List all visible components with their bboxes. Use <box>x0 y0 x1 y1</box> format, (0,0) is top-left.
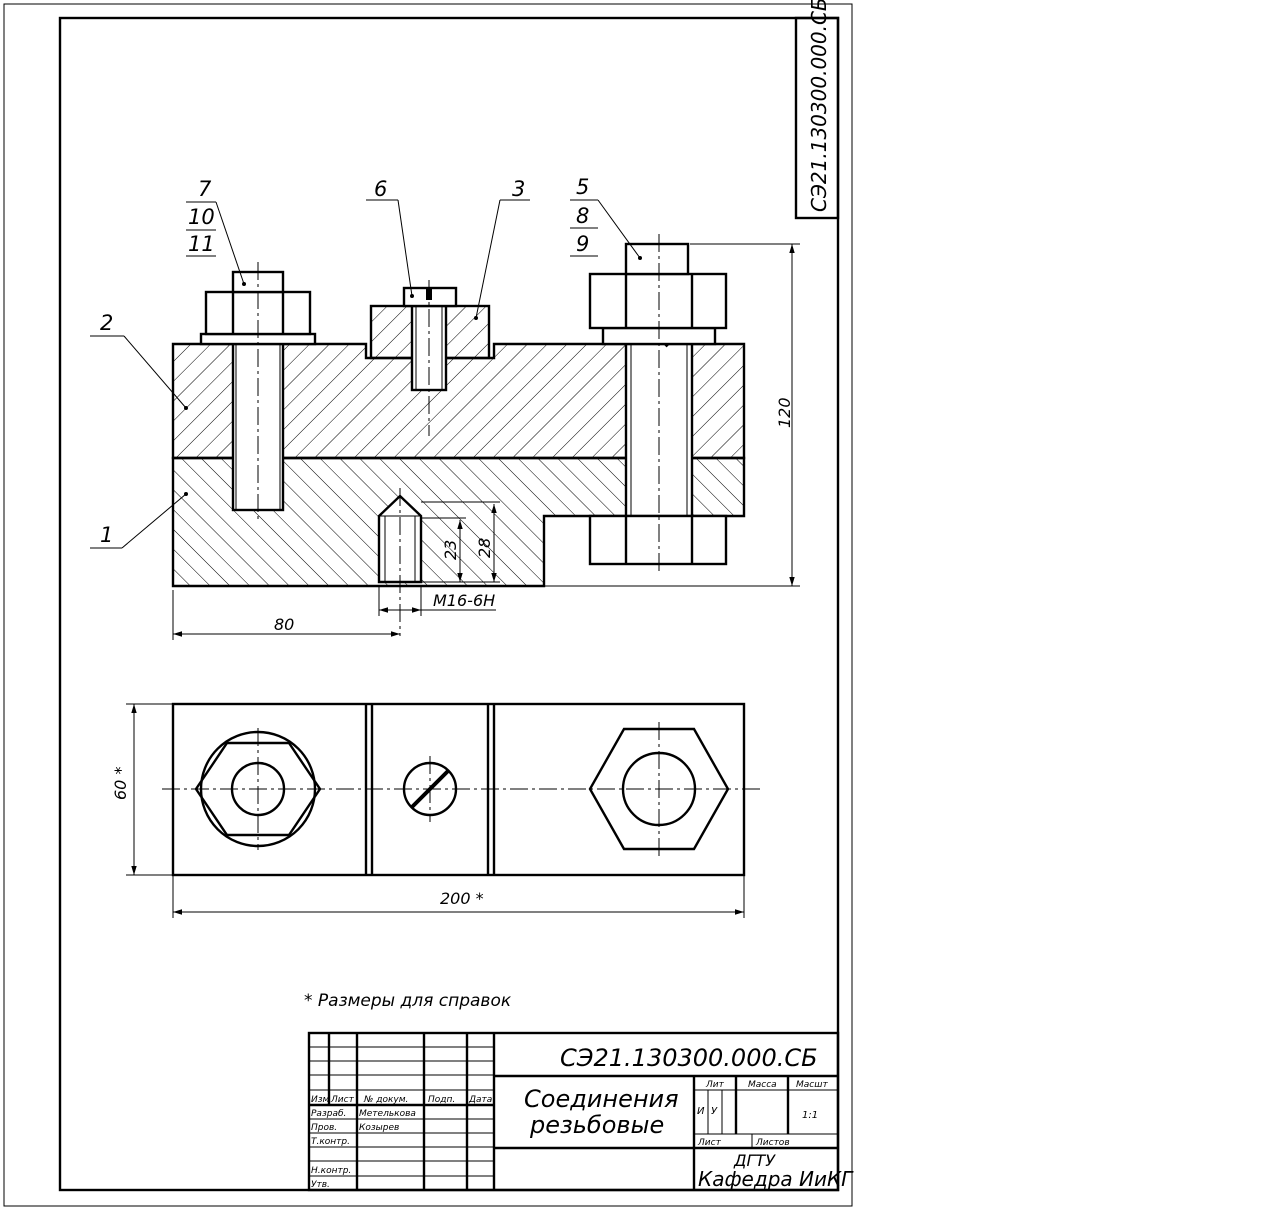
callout-1: 1 <box>100 523 113 547</box>
front-section-view: 7 10 11 6 3 5 8 9 2 1 <box>90 175 800 640</box>
callout-2: 2 <box>100 311 113 335</box>
lit-value-1: И <box>697 1106 705 1117</box>
col-header-izm: Изм <box>311 1095 330 1105</box>
title-block: СЭ21.130300.000.СБ Соединения резьбовые … <box>307 1031 854 1192</box>
role-approved: Утв. <box>311 1180 330 1190</box>
dim-thread-depth: 23 <box>441 540 460 560</box>
role-developer: Разраб. <box>311 1109 346 1119</box>
dimension-lines <box>172 243 800 640</box>
right-bolt-end <box>624 242 690 276</box>
scale-label: Масшт <box>796 1080 828 1090</box>
org-line-2: Кафедра ИиКГ <box>698 1167 854 1191</box>
role-norm-control: Н.контр. <box>311 1166 351 1176</box>
dim-length: 200 * <box>440 889 484 908</box>
dim-width: 60 * <box>111 767 130 800</box>
dim-height: 120 <box>775 397 794 428</box>
callout-9: 9 <box>576 232 589 256</box>
sheets-label: Листов <box>755 1138 790 1148</box>
outer-frame <box>3 3 853 1207</box>
right-nut <box>588 272 728 330</box>
mass-label: Масса <box>748 1080 777 1090</box>
lit-value-2: У <box>711 1106 718 1117</box>
sheet-label: Лист <box>697 1138 722 1148</box>
corner-code: СЭ21.130300.000.СБ <box>807 0 831 212</box>
col-header-list: Лист <box>330 1095 355 1105</box>
col-header-doc: № докум. <box>363 1095 408 1105</box>
callout-6: 6 <box>374 177 387 201</box>
title-line-1: Соединения <box>524 1085 679 1113</box>
top-view: 60 * 200 * <box>111 702 760 918</box>
corner-code-box: СЭ21.130300.000.СБ <box>794 0 840 220</box>
left-stud <box>231 342 285 512</box>
right-bolt-head <box>588 514 728 566</box>
callout-5: 5 <box>576 175 589 199</box>
callout-10: 10 <box>188 205 215 229</box>
left-nut-top <box>194 741 322 837</box>
title-code: СЭ21.130300.000.СБ <box>560 1044 818 1072</box>
callout-7: 7 <box>198 177 212 201</box>
leader-lines <box>90 199 642 549</box>
org-line-1: ДГТУ <box>733 1151 776 1170</box>
callout-11: 11 <box>188 232 215 256</box>
title-line-2: резьбовые <box>529 1111 664 1139</box>
callout-3: 3 <box>512 177 525 201</box>
dim-hole-depth: 28 <box>475 538 494 558</box>
reference-note: * Размеры для справок <box>304 991 512 1011</box>
developer-name: Метелькова <box>359 1109 416 1119</box>
callout-8: 8 <box>576 204 589 228</box>
col-header-date: Дата <box>468 1095 492 1105</box>
col-header-sign: Подп. <box>428 1095 455 1105</box>
checker-name: Козырев <box>359 1123 399 1133</box>
lit-label: Лит <box>705 1080 725 1090</box>
right-nut-top <box>588 727 730 851</box>
scale-value: 1:1 <box>802 1110 818 1121</box>
role-checker: Пров. <box>311 1123 337 1133</box>
dim-offset: 80 <box>274 615 294 634</box>
dim-thread-size: M16-6H <box>433 591 495 610</box>
role-tech-control: Т.контр. <box>311 1137 350 1147</box>
